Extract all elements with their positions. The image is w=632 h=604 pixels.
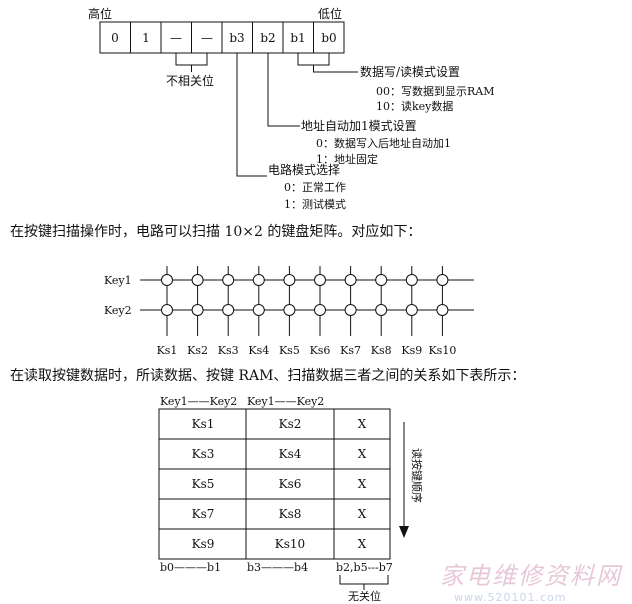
matrix-col-label: Ks3	[218, 344, 239, 357]
table-footer-bits-3-4: b3———b4	[247, 561, 308, 574]
table-cell: Ks2	[279, 417, 302, 431]
matrix-col-label: Ks9	[401, 344, 422, 357]
matrix-node	[252, 304, 265, 316]
addr-leader-line	[267, 53, 300, 127]
table-cell: X	[358, 477, 367, 491]
matrix-node	[191, 304, 204, 316]
matrix-node	[191, 274, 204, 286]
matrix-col-label: Ks8	[371, 344, 392, 357]
matrix-node	[436, 304, 449, 316]
watermark: 家电维修资料网 www.520101.com	[440, 562, 623, 604]
matrix-node	[283, 304, 296, 316]
matrix-col-label: Ks10	[428, 344, 456, 357]
data-rw-title: 数据写/读模式设置	[360, 64, 460, 79]
register-bit-5: —	[170, 31, 182, 45]
matrix-node	[161, 274, 173, 286]
register-bit-3: b3	[229, 31, 244, 45]
table-cell: Ks3	[192, 447, 215, 461]
table-cell: Ks1	[192, 417, 215, 431]
register-bit-2: b2	[260, 31, 275, 45]
matrix-col-label: Ks2	[187, 344, 208, 357]
addr-inc-option-1: 1：地址固定	[316, 152, 378, 166]
matrix-node	[222, 304, 235, 316]
table-cell: Ks4	[279, 447, 302, 461]
matrix-node	[375, 274, 388, 286]
circuit-mode-option-1: 1：测试模式	[284, 198, 346, 211]
table-cell: X	[358, 447, 367, 461]
table-cell: X	[358, 537, 367, 551]
table-cell: Ks8	[279, 507, 302, 521]
dont-care-label: 不相关位	[166, 73, 214, 88]
circuit-mode-option-0: 0：正常工作	[284, 181, 346, 194]
table-cell: Ks9	[192, 537, 215, 551]
paragraph-read-key: 在读取按键数据时，所读数据、按键 RAM、扫描数据三者之间的关系如下表所示：	[10, 367, 525, 384]
register-bit-4: —	[201, 31, 213, 45]
matrix-node	[344, 274, 357, 286]
table-cell: Ks7	[192, 507, 215, 521]
table-cell: Ks5	[192, 477, 215, 491]
matrix-col-label: Ks6	[310, 344, 331, 357]
watermark-url: www.520101.com	[454, 591, 566, 604]
table-footer-bits-0-1: b0———b1	[160, 561, 221, 574]
circuit-mode-title: 电路模式选择	[268, 162, 340, 177]
matrix-node	[222, 274, 235, 286]
watermark-title: 家电维修资料网	[440, 562, 623, 590]
table-cell: Ks6	[279, 477, 302, 491]
register-bit-0: b0	[321, 31, 336, 45]
matrix-row-label-key1: Key1	[104, 274, 132, 287]
table-cell: X	[358, 417, 367, 431]
matrix-node	[436, 274, 449, 286]
register-diagram: 高位 低位 0 1 — — b3 b2 b1 b0 不相关位 数据	[88, 6, 495, 211]
data-rw-option-0: 00：写数据到显示RAM	[376, 84, 495, 98]
rw-bracket	[297, 53, 330, 66]
matrix-col-label: Ks5	[279, 344, 300, 357]
matrix-node	[405, 304, 418, 316]
matrix-node	[161, 304, 173, 316]
addr-inc-title: 地址自动加1模式设置	[301, 119, 417, 133]
data-rw-option-1: 10：读key数据	[376, 99, 453, 113]
matrix-node	[344, 304, 357, 316]
matrix-node	[314, 304, 326, 316]
register-bit-1: b1	[290, 31, 305, 45]
table-cell: X	[358, 507, 367, 521]
read-order-arrow-head	[399, 526, 409, 538]
matrix-col-label: Ks1	[157, 344, 178, 357]
table-footer-bits-2-5-7: b2,b5---b7	[336, 561, 393, 574]
matrix-col-label: Ks4	[248, 344, 269, 357]
dont-care-bracket	[175, 53, 208, 66]
table-col-header-2: Key1——Key2	[247, 395, 324, 408]
rw-leader-line	[313, 65, 358, 73]
matrix-node	[314, 274, 326, 286]
key-data-table: Key1——Key2 Key1——Key2 Ks1 Ks2 X Ks3 Ks4 …	[158, 395, 424, 603]
matrix-node	[252, 274, 265, 286]
circuit-leader-line	[236, 53, 267, 177]
addr-inc-option-0: 0：数据写入后地址自动加1	[316, 136, 451, 150]
table-frame	[158, 408, 391, 560]
paragraph-key-scan: 在按键扫描操作时，电路可以扫描 10×2 的键盘矩阵。对应如下：	[10, 223, 421, 240]
matrix-node	[375, 304, 388, 316]
read-order-label: 读按键顺序	[410, 448, 424, 503]
register-bit-7: 0	[111, 31, 119, 45]
matrix-col-label: Ks7	[340, 344, 361, 357]
no-relation-label: 无关位	[348, 589, 381, 603]
key-matrix: Key1 Key2 Ks1 Ks2 Ks3 Ks4 Ks5 Ks6 Ks7 Ks8 Ks9 Ks1…	[104, 266, 474, 357]
matrix-node	[283, 274, 296, 286]
no-relation-bracket	[339, 575, 389, 585]
table-cell: Ks10	[275, 537, 305, 551]
matrix-row-label-key2: Key2	[104, 304, 132, 317]
high-bit-label: 高位	[88, 6, 112, 21]
low-bit-label: 低位	[318, 6, 342, 21]
matrix-node	[405, 274, 418, 286]
table-col-header-1: Key1——Key2	[160, 395, 237, 408]
register-bit-6: 1	[142, 31, 150, 45]
